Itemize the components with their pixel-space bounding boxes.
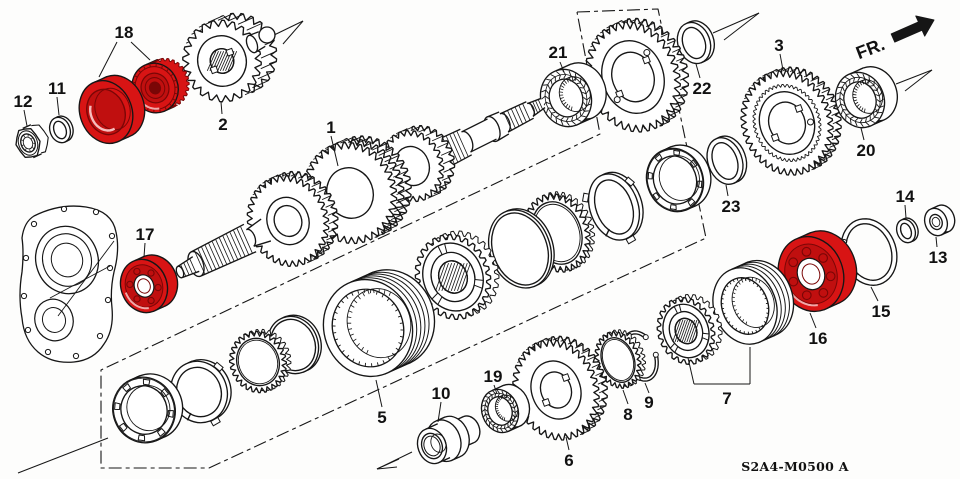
part-label-13[interactable]: 13 [929, 236, 948, 267]
part-number-14[interactable]: 14 [896, 187, 915, 206]
washer-11[interactable] [46, 113, 76, 145]
part-number-19[interactable]: 19 [484, 367, 503, 386]
snap-ring-9[interactable] [621, 330, 659, 382]
part-number-10[interactable]: 10 [432, 384, 451, 403]
part-label-5[interactable]: 5 [375, 379, 387, 427]
part-number-15[interactable]: 15 [872, 302, 891, 321]
part-label-6[interactable]: 6 [564, 436, 574, 470]
part-label-9[interactable]: 9 [644, 382, 654, 412]
ref-arrow-bottom [376, 451, 413, 470]
ref-arrow-top-mid [712, 12, 760, 41]
collar-18a[interactable] [71, 68, 154, 151]
blocking-ring-r[interactable] [638, 137, 720, 220]
part-label-15[interactable]: 15 [870, 286, 891, 321]
part-label-16[interactable]: 16 [809, 312, 828, 348]
bearing-17[interactable] [113, 248, 185, 319]
sleeve-5[interactable] [310, 257, 448, 389]
ring-23[interactable] [701, 131, 753, 189]
needle-bearing-19[interactable] [476, 379, 536, 438]
part-number-9[interactable]: 9 [644, 393, 653, 412]
part-label-18[interactable]: 18 [98, 23, 151, 78]
part-number-23[interactable]: 23 [722, 197, 741, 216]
gear-4th[interactable] [585, 17, 690, 133]
part-number-20[interactable]: 20 [857, 141, 876, 160]
part-number-21[interactable]: 21 [549, 43, 568, 62]
part-label-3[interactable]: 3 [774, 36, 784, 71]
retainer-ring-l[interactable] [162, 352, 239, 431]
countershaft-gear-a[interactable] [246, 170, 339, 267]
washer-14[interactable] [893, 215, 921, 245]
part-label-21[interactable]: 21 [549, 43, 568, 73]
ref-arrow-right [895, 69, 933, 92]
needle-bearing-21[interactable] [533, 56, 614, 134]
gear-3rd[interactable] [740, 66, 842, 176]
part-label-14[interactable]: 14 [896, 187, 915, 219]
transmission-case[interactable] [19, 205, 119, 363]
part-label-8[interactable]: 8 [622, 389, 633, 424]
ring-22[interactable] [672, 16, 720, 68]
part-label-2[interactable]: 2 [218, 101, 228, 134]
fr-direction-arrow: FR. [853, 15, 935, 63]
part-number-22[interactable]: 22 [693, 79, 712, 98]
part-label-22[interactable]: 22 [693, 63, 712, 98]
part-label-11[interactable]: 11 [48, 79, 66, 116]
part-number-1[interactable]: 1 [326, 118, 335, 137]
part-number-18[interactable]: 18 [115, 23, 134, 42]
part-number-12[interactable]: 12 [14, 92, 33, 111]
fr-label: FR. [853, 34, 887, 63]
diagram-code-text: S2A4-M0500 A [741, 459, 849, 474]
part-label-23[interactable]: 23 [722, 184, 741, 216]
part-number-5[interactable]: 5 [377, 408, 386, 427]
sleeve-7b[interactable] [703, 251, 804, 353]
gear-5th-ball[interactable] [258, 26, 276, 44]
countershaft-tip-front[interactable] [175, 256, 200, 279]
part-label-10[interactable]: 10 [432, 384, 451, 423]
needle-bearing-20[interactable] [828, 60, 905, 135]
part-label-7[interactable]: 7 [687, 347, 751, 408]
part-number-11[interactable]: 11 [48, 79, 66, 98]
stopper-ring-r[interactable] [478, 200, 564, 297]
part-number-6[interactable]: 6 [564, 451, 573, 470]
synchro-ring-8[interactable] [594, 329, 646, 389]
bearing-16[interactable] [768, 222, 867, 321]
part-label-12[interactable]: 12 [14, 92, 33, 127]
locknut-12[interactable] [15, 124, 49, 159]
locknut-13[interactable] [921, 202, 959, 239]
diagonal-line-0 [17, 437, 109, 474]
part-label-20[interactable]: 20 [857, 127, 876, 160]
part-number-8[interactable]: 8 [623, 405, 632, 424]
diagram-code: S2A4-M0500 A [741, 459, 849, 474]
collar-10[interactable] [413, 411, 484, 467]
part-number-3[interactable]: 3 [774, 36, 783, 55]
synchro-ring-l[interactable] [228, 328, 292, 394]
part-number-7[interactable]: 7 [722, 389, 731, 408]
part-number-17[interactable]: 17 [136, 225, 155, 244]
retainer-ring-r[interactable] [580, 165, 652, 247]
part-label-1[interactable]: 1 [326, 118, 339, 167]
synchro-hub[interactable] [413, 230, 500, 320]
gear-6[interactable] [512, 335, 608, 441]
part-number-16[interactable]: 16 [809, 329, 828, 348]
hub-7a[interactable] [656, 294, 723, 365]
part-number-13[interactable]: 13 [929, 248, 948, 267]
part-label-19[interactable]: 19 [484, 367, 503, 395]
part-label-17[interactable]: 17 [136, 225, 155, 258]
blocking-ring-l[interactable] [104, 365, 192, 451]
gear-5th-nub[interactable] [244, 31, 266, 54]
gear-5th-input[interactable] [182, 12, 278, 103]
part-number-2[interactable]: 2 [218, 115, 227, 134]
